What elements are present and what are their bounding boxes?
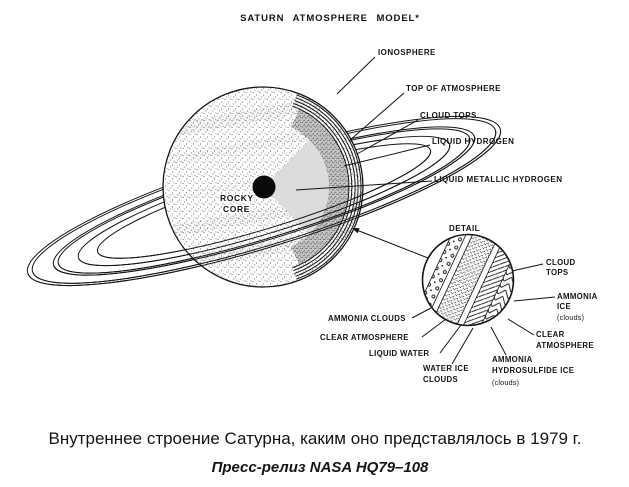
caption-press-release: Пресс-релиз NASA HQ79–108 bbox=[212, 459, 429, 476]
figure-title: SATURN ATMOSPHERE MODEL* bbox=[240, 13, 420, 24]
label-detail-title: DETAIL bbox=[449, 224, 480, 233]
leader-det-ammonia-ice bbox=[513, 296, 556, 302]
label-det-clear-atm-right-1: CLEAR bbox=[536, 330, 565, 339]
leader-cloud-tops bbox=[356, 119, 419, 155]
label-det-clear-atm-left: CLEAR ATMOSPHERE bbox=[320, 333, 409, 342]
leader-det-clear-atmosphere-right bbox=[507, 318, 535, 336]
band-ammonia-clouds bbox=[422, 234, 471, 317]
label-det-ammonia-ice-1: AMMONIA bbox=[557, 292, 598, 301]
leader-det-ammonia-clouds bbox=[411, 307, 432, 319]
label-liquid-hydrogen: LIQUID HYDROGEN bbox=[432, 137, 514, 146]
detail-leader-lines bbox=[411, 263, 556, 365]
label-det-nh4sh-3: (clouds) bbox=[492, 378, 519, 387]
label-rocky-core-line2: CORE bbox=[223, 204, 250, 214]
rocky-core bbox=[252, 175, 276, 199]
label-rocky-core-line1: ROCKY bbox=[220, 193, 254, 203]
atmosphere-layer-arcs bbox=[292, 94, 362, 280]
band-ammonia-ice bbox=[460, 241, 514, 326]
label-top-of-atmosphere: TOP OF ATMOSPHERE bbox=[406, 84, 501, 93]
leader-liquid-hydrogen bbox=[343, 144, 431, 167]
label-det-ammonia-ice-2: ICE bbox=[557, 302, 571, 311]
leader-top-of-atmosphere bbox=[348, 92, 405, 142]
band-ammonia-hydrosulfide-ice bbox=[433, 234, 498, 326]
label-det-nh4sh-1: AMMONIA bbox=[492, 355, 533, 364]
leader-det-clear-atmosphere-left bbox=[421, 318, 447, 338]
leader-det-water-ice-clouds bbox=[451, 327, 474, 365]
leader-det-ammonia-hydrosulfide bbox=[490, 326, 507, 356]
leader-ionosphere bbox=[336, 56, 376, 95]
planet-outline bbox=[162, 86, 364, 288]
leader-det-cloud-tops bbox=[511, 263, 544, 272]
caption-russian: Внутреннее строение Сатурна, каким оно п… bbox=[48, 429, 581, 448]
label-det-ammonia-clouds: AMMONIA CLOUDS bbox=[328, 314, 406, 323]
detail-layer-bands bbox=[422, 234, 514, 326]
label-det-cloud-tops-2: TOPS bbox=[546, 268, 569, 277]
saturn-planet bbox=[162, 86, 364, 288]
detail-inset bbox=[421, 233, 515, 327]
label-ionosphere: IONOSPHERE bbox=[378, 48, 436, 57]
leader-lines bbox=[295, 56, 433, 259]
detail-circle-outline bbox=[421, 233, 515, 327]
label-cloud-tops: CLOUD TOPS bbox=[420, 111, 477, 120]
label-det-water-ice-2: CLOUDS bbox=[423, 375, 458, 384]
label-det-cloud-tops-1: CLOUD bbox=[546, 258, 575, 267]
label-det-water-ice-1: WATER ICE bbox=[423, 364, 469, 373]
cutaway-metallic-hydrogen-wedge bbox=[271, 140, 330, 234]
leader-liquid-metallic-hydrogen bbox=[295, 180, 433, 191]
leader-det-liquid-water bbox=[439, 324, 462, 354]
detail-connector-line bbox=[353, 228, 429, 259]
label-det-nh4sh-2: HYDROSULFIDE ICE bbox=[492, 366, 574, 375]
label-liquid-metallic-hydrogen: LIQUID METALLIC HYDROGEN bbox=[434, 175, 562, 184]
label-det-ammonia-ice-3: (clouds) bbox=[557, 313, 584, 322]
label-det-clear-atm-right-2: ATMOSPHERE bbox=[536, 341, 594, 350]
label-det-liquid-water: LIQUID WATER bbox=[369, 349, 429, 358]
detail-connector-arrowhead-icon bbox=[352, 228, 360, 234]
